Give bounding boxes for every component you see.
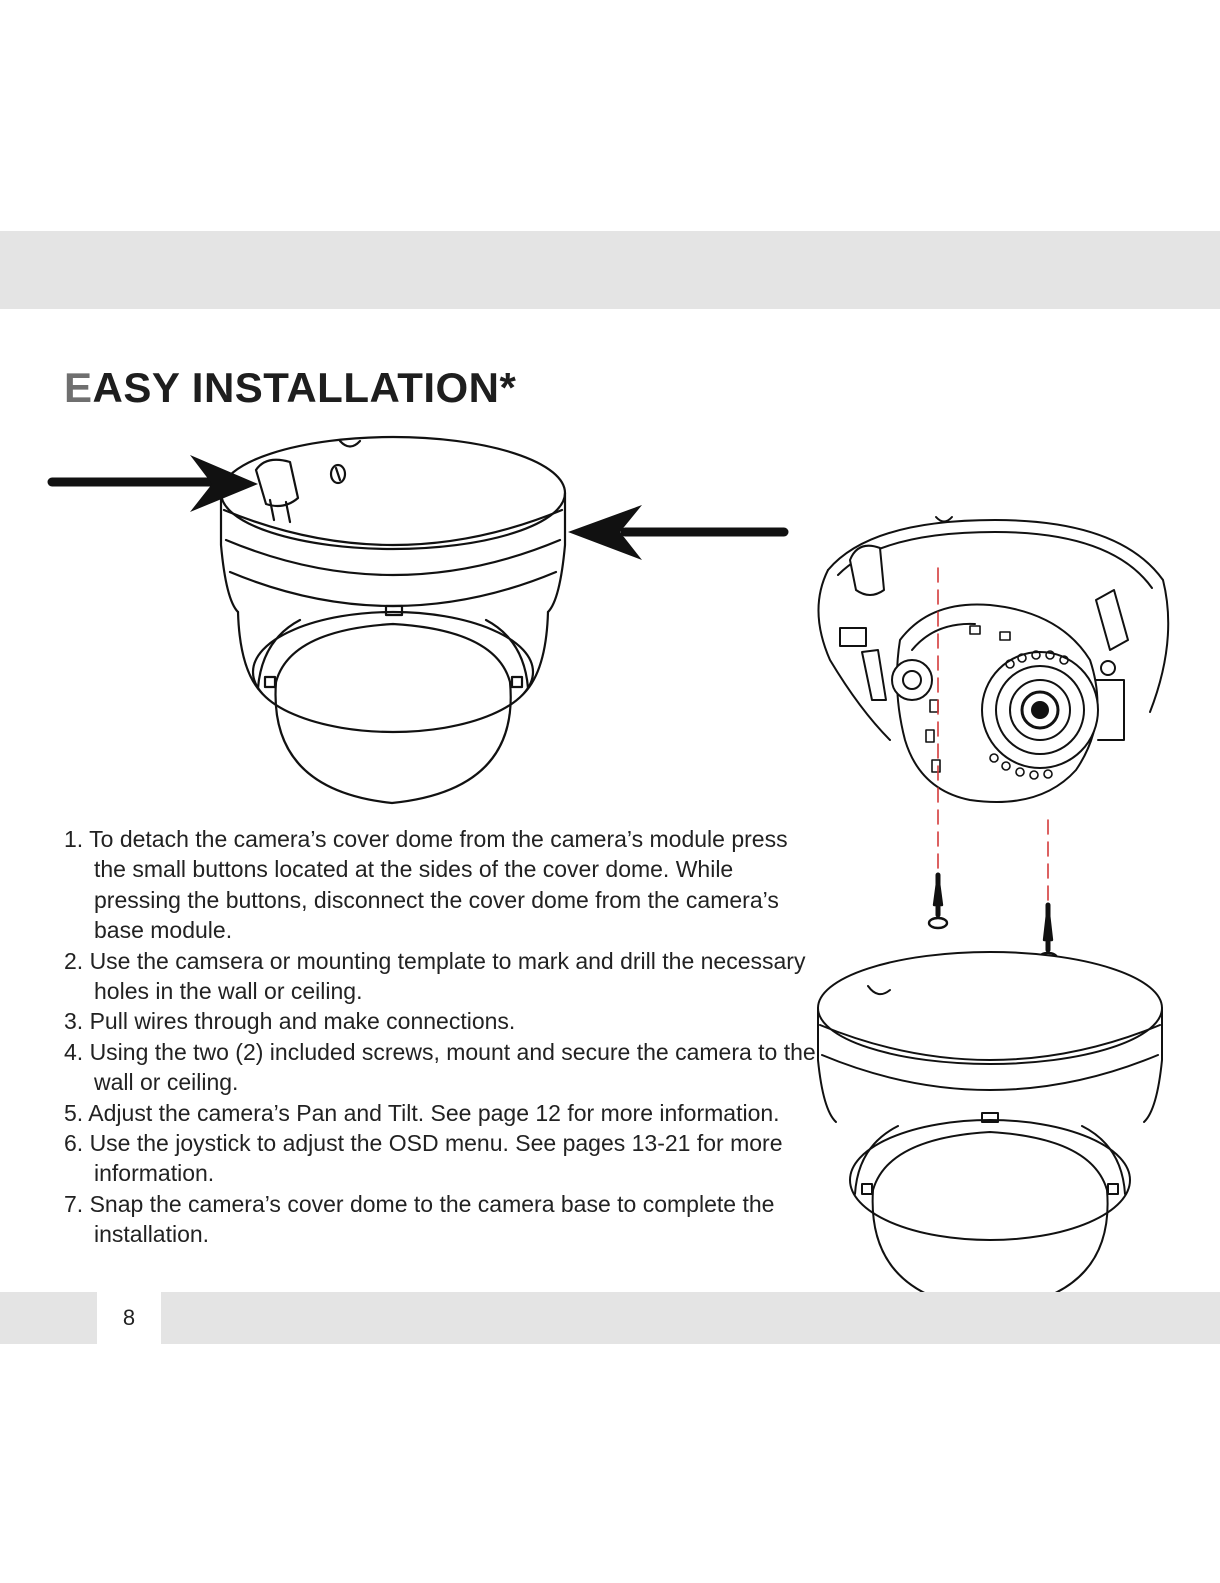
header-band [0, 231, 1220, 309]
step-item: 3. Pull wires through and make connectio… [64, 1008, 516, 1035]
step-item: 2. Use the camsera or mounting template … [64, 947, 806, 1005]
page-number: 8 [97, 1292, 161, 1344]
step-item: 6. Use the joystick to adjust the OSD me… [64, 1130, 783, 1187]
title-first-letter: E [64, 364, 93, 411]
installation-steps: 1. To detach the camera’s cover dome fro… [64, 824, 824, 1250]
step-item: 5. Adjust the camera’s Pan and Tilt. See… [64, 1099, 780, 1126]
title-rest: ASY INSTALLATION* [92, 364, 517, 411]
step-item: 7. Snap the camera’s cover dome to the c… [64, 1190, 775, 1248]
step-item: 4. Using the two (2) included screws, mo… [64, 1038, 816, 1096]
footer-band [0, 1292, 1220, 1344]
page-title: EASY INSTALLATION* [64, 364, 516, 412]
step-item: 1. To detach the camera’s cover dome fro… [64, 826, 788, 944]
